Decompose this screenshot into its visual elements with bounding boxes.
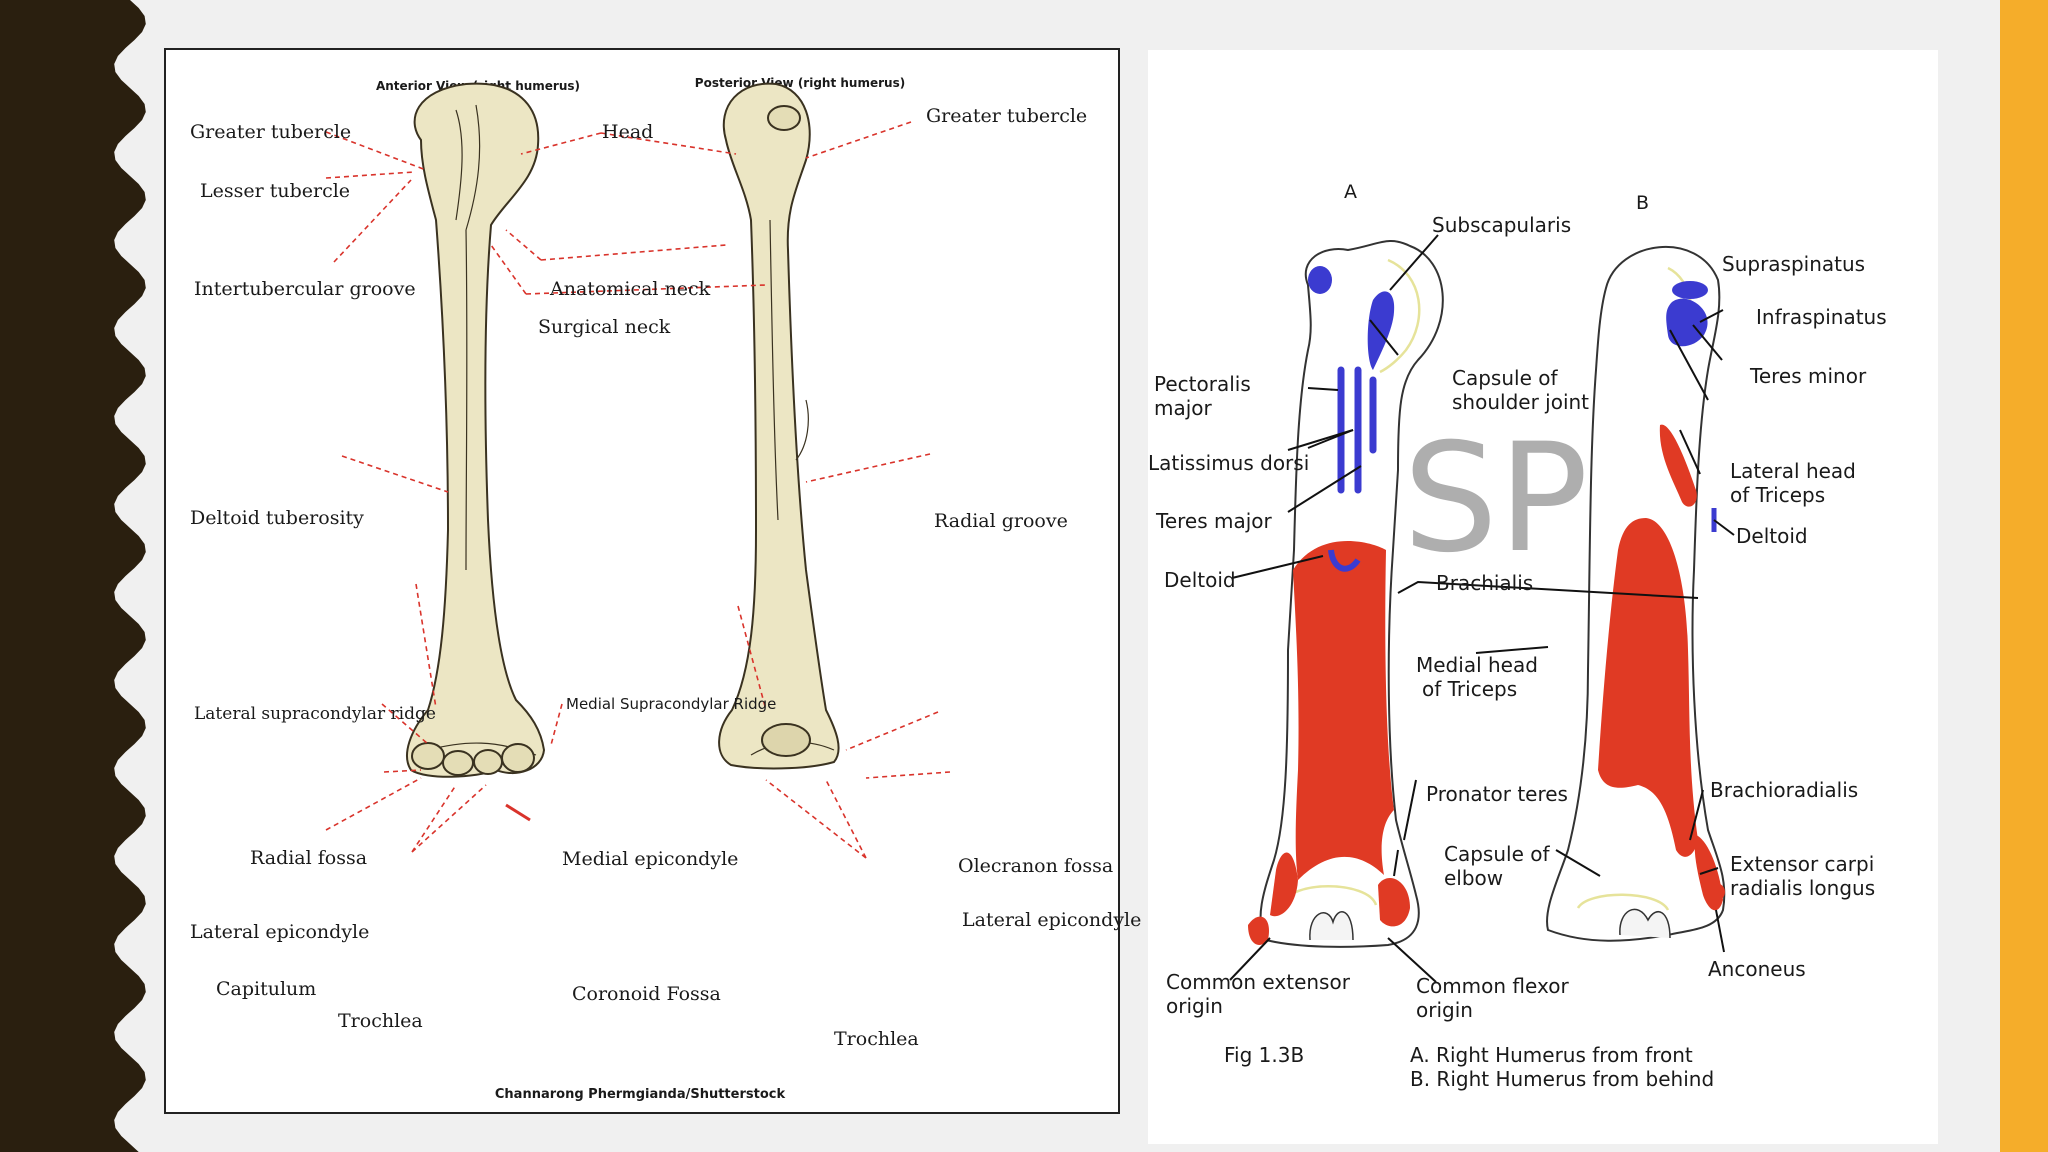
label-supraspinatus: Supraspinatus — [1722, 252, 1865, 276]
leader-lines — [325, 121, 951, 859]
left-wavy-band — [0, 0, 146, 1152]
label-head: Head — [602, 121, 653, 143]
label-ecrl-line1: Extensor carpi — [1730, 852, 1874, 876]
humerus-illustration-panel: Anterior View (right humerus) Posterior … — [164, 48, 1141, 1114]
label-capitulum: Capitulum — [216, 978, 316, 1000]
posterior-view-title: Posterior View (right humerus) — [695, 76, 905, 90]
right-accent-band — [2000, 0, 2048, 1152]
label-lateral-supracondylar-ridge: Lateral supracondylar ridge — [194, 704, 436, 724]
posterior-humerus-drawing — [718, 82, 840, 770]
label-pectoralis-line2: major — [1154, 396, 1213, 420]
label-ecrl-line2: radialis longus — [1730, 876, 1875, 900]
label-trochlea-anterior: Trochlea — [338, 1010, 423, 1032]
label-capsule-elbow-line2: elbow — [1444, 866, 1503, 890]
label-teres-minor: Teres minor — [1749, 364, 1867, 388]
label-subscapularis: Subscapularis — [1432, 213, 1571, 237]
label-anatomical-neck: Anatomical neck — [549, 278, 711, 300]
figure-label: Fig 1.3B — [1224, 1043, 1304, 1067]
label-deltoid-tuberosity: Deltoid tuberosity — [190, 507, 364, 529]
anterior-humerus-drawing — [406, 82, 546, 778]
label-brachialis: Brachialis — [1436, 571, 1533, 595]
muscle-leader-lines — [1229, 234, 1735, 983]
label-greater-tubercle-anterior: Greater tubercle — [190, 121, 351, 143]
label-brachioradialis: Brachioradialis — [1710, 778, 1858, 802]
label-common-flexor-line2: origin — [1416, 998, 1473, 1022]
label-lateral-epicondyle-posterior: Lateral epicondyle — [962, 909, 1141, 931]
label-deltoid-b: Deltoid — [1736, 524, 1808, 548]
muscle-attachments-panel: ESP A B — [1148, 50, 1938, 1144]
label-pronator-teres: Pronator teres — [1426, 782, 1568, 806]
label-capsule-shoulder-line1: Capsule of — [1452, 366, 1558, 390]
label-coronoid-fossa: Coronoid Fossa — [572, 983, 721, 1005]
label-common-extensor-line1: Common extensor — [1166, 970, 1351, 994]
label-anconeus: Anconeus — [1708, 957, 1806, 981]
caption-a: A. Right Humerus from front — [1410, 1043, 1693, 1067]
label-common-extensor-line2: origin — [1166, 994, 1223, 1018]
label-medial-head-line1: Medial head — [1416, 653, 1538, 677]
label-radial-groove: Radial groove — [934, 510, 1068, 532]
label-common-flexor-line1: Common flexor — [1416, 974, 1569, 998]
label-pectoralis-line1: Pectoralis — [1154, 372, 1251, 396]
label-greater-tubercle-posterior: Greater tubercle — [926, 105, 1087, 127]
humerus-a-outline — [1248, 240, 1444, 948]
coronoid-fossa-pointer — [505, 803, 531, 822]
label-lesser-tubercle: Lesser tubercle — [200, 180, 350, 202]
image-credit: Channarong Phermgianda/Shutterstock — [495, 1087, 786, 1102]
label-trochlea-posterior: Trochlea — [834, 1028, 919, 1050]
label-infraspinatus: Infraspinatus — [1756, 305, 1887, 329]
label-surgical-neck: Surgical neck — [538, 316, 671, 338]
label-lateral-epicondyle-anterior: Lateral epicondyle — [190, 921, 369, 943]
caption-b: B. Right Humerus from behind — [1410, 1067, 1714, 1091]
label-lateral-head-line1: Lateral head — [1730, 459, 1856, 483]
label-capsule-shoulder-line2: shoulder joint — [1452, 390, 1589, 414]
label-olecranon-fossa: Olecranon fossa — [958, 855, 1113, 877]
muscle-attachment-diagram: ESP A B — [1148, 181, 1887, 1091]
label-medial-epicondyle: Medial epicondyle — [562, 848, 738, 870]
label-lateral-head-line2: of Triceps — [1730, 483, 1825, 507]
label-deltoid-a: Deltoid — [1164, 568, 1236, 592]
label-radial-fossa: Radial fossa — [250, 847, 367, 869]
label-capsule-elbow-line1: Capsule of — [1444, 842, 1550, 866]
letter-b: B — [1636, 192, 1649, 214]
letter-a: A — [1344, 181, 1357, 203]
humerus-illustration: Anterior View (right humerus) Posterior … — [190, 76, 1141, 1102]
label-medial-supracondylar-ridge: Medial Supracondylar Ridge — [566, 695, 776, 713]
label-intertubercular-groove: Intertubercular groove — [194, 278, 416, 300]
label-medial-head-line2: of Triceps — [1422, 677, 1517, 701]
label-teres-major: Teres major — [1155, 509, 1273, 533]
label-latissimus-dorsi: Latissimus dorsi — [1148, 451, 1309, 475]
